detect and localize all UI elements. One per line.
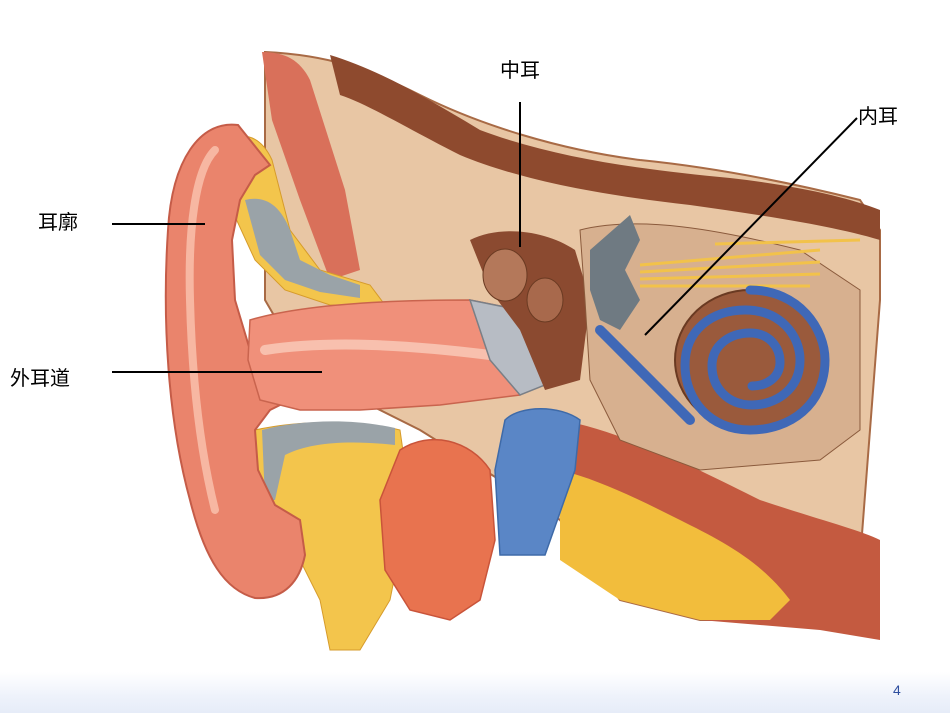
ossicle-incus [526,277,564,323]
parotid-gland [379,438,496,621]
fat-tissue-lower [560,470,790,620]
pointer-inner-ear [644,117,858,336]
ossicle-malleus [482,248,528,302]
label-middle-ear: 中耳 [500,58,540,82]
jugular-vessel [494,408,581,556]
auricle-helix-highlight [185,146,219,514]
page-number: 4 [893,682,901,698]
ear-canal [247,299,541,411]
cochlea [595,285,830,435]
vestibule [590,215,640,330]
cartilage-lower [262,421,395,500]
label-auricle: 耳廓 [38,210,78,234]
skull-outer-band [330,55,880,240]
auricle [164,123,307,600]
label-inner-ear: 内耳 [858,104,898,128]
scalp-muscle [262,52,360,280]
footer-band [0,672,950,713]
ear-canal-highlight [260,339,495,360]
auditory-nerve [639,238,861,288]
cartilage-upper [245,198,360,298]
label-ear-canal: 外耳道 [10,366,70,390]
